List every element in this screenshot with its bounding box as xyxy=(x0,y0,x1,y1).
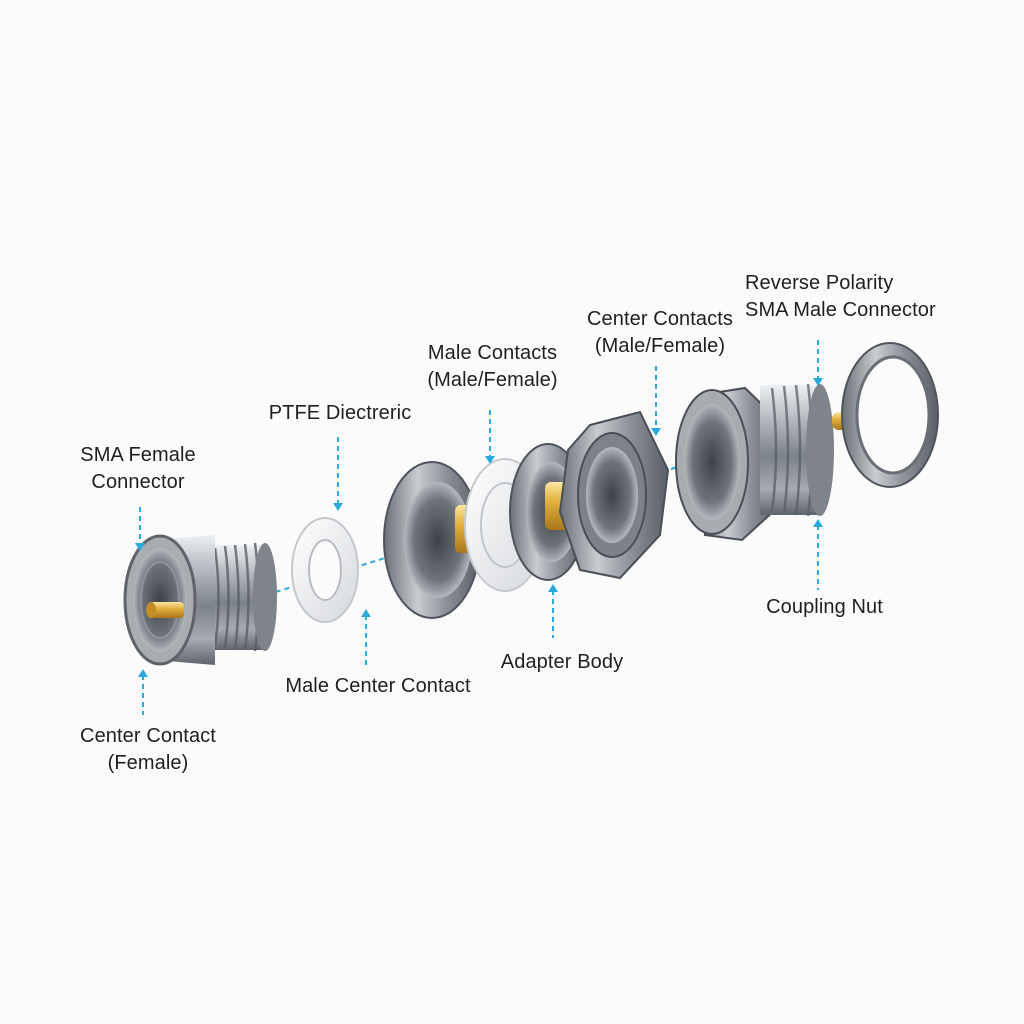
hex-nut-part xyxy=(558,410,670,580)
ptfe-dielectric-part xyxy=(291,517,359,623)
label-adapter-body: Adapter Body xyxy=(500,651,624,673)
label-male-center-contact: Male Center Contact xyxy=(285,675,471,697)
label-male-contacts: Male Contacts(Male/Female) xyxy=(427,342,558,391)
label-center-contact-female: Center Contact(Female) xyxy=(80,725,216,774)
label-coupling-nut: Coupling Nut xyxy=(766,596,883,618)
label-ptfe-dielectric: PTFE Diectreric xyxy=(268,402,412,424)
leader-lines xyxy=(135,340,823,715)
label-center-contacts: Center Contacts(Male/Female) xyxy=(586,308,733,357)
end-ring-part xyxy=(841,342,939,488)
coupling-nut-part xyxy=(675,383,834,542)
sma-female-connector-part xyxy=(123,534,277,666)
